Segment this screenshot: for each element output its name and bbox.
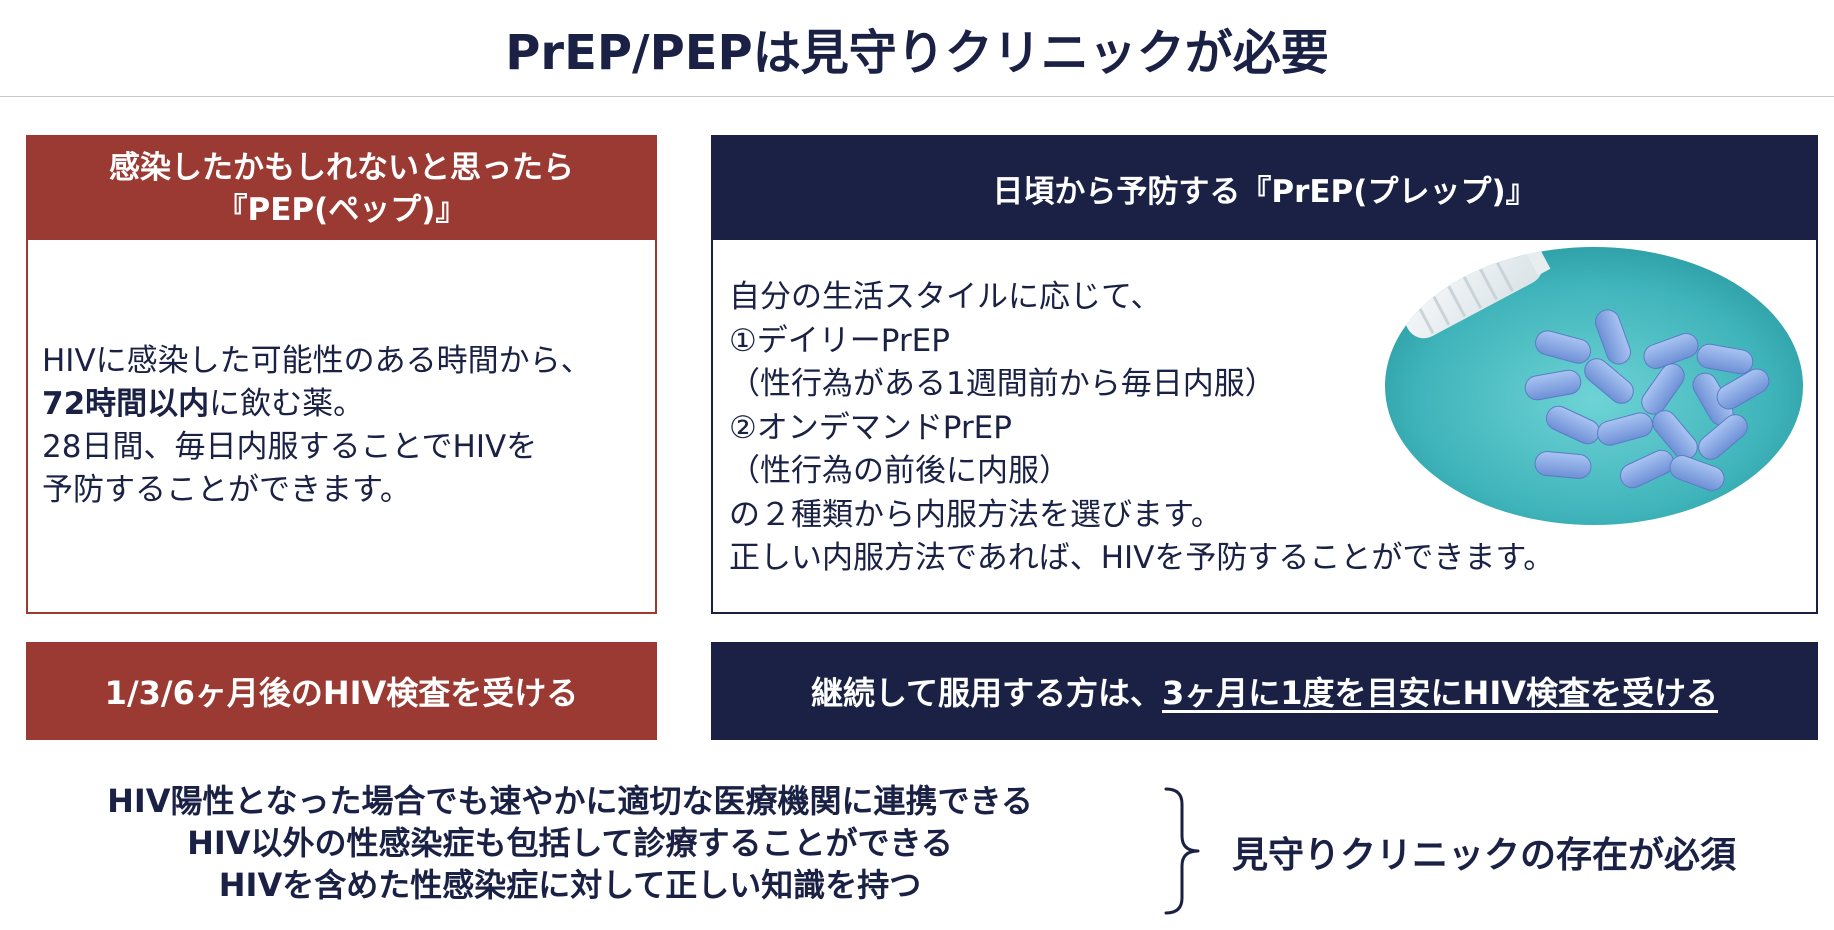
prep-desc-line-3: （性行為がある1週間前から毎日内服） [729, 366, 1276, 402]
pep-desc-line-2: 72時間以内に飲む薬。 [42, 383, 655, 426]
pill-bottle-icon [1385, 247, 1803, 525]
reason-item: HIVを含めた性感染症に対して正しい知識を持つ [218, 866, 922, 904]
pep-header: 感染したかもしれないと思ったら 『PEP(ペップ)』 [28, 137, 655, 240]
prep-desc-line-1: 自分の生活スタイルに応じて、 [729, 279, 1162, 315]
pep-desc-line-4: 予防することができます。 [42, 472, 411, 508]
prep-test-frequency: 3ヶ月に1度を目安にHIV検査を受ける [1162, 674, 1719, 712]
prep-desc-line-2: ①デイリーPrEP [729, 322, 950, 359]
prep-description: 自分の生活スタイルに応じて、 ①デイリーPrEP （性行為がある1週間前から毎日… [713, 240, 1816, 581]
reason-item: HIV以外の性感染症も包括して診療することができる [187, 824, 953, 862]
pep-test-banner: 1/3/6ヶ月後のHIV検査を受ける [26, 642, 657, 740]
pep-description: HIVに感染した可能性のある時間から、 72時間以内に飲む薬。 28日間、毎日内… [28, 240, 655, 512]
prep-desc-line-4: ②オンデマンドPrEP [729, 409, 1012, 446]
prep-test-banner: 継続して服用する方は、3ヶ月に1度を目安にHIV検査を受ける [711, 642, 1818, 740]
prep-header: 日頃から予防する『PrEP(プレップ)』 [713, 137, 1816, 240]
title-divider [0, 96, 1834, 97]
right-brace-icon [1164, 787, 1200, 915]
clinic-reasons: HIV陽性となった場合でも速やかに適切な医療機関に連携できる HIV以外の性感染… [50, 780, 1090, 906]
pep-header-line-1: 感染したかもしれないと思ったら [109, 149, 574, 186]
prep-test-prefix: 継続して服用する方は、 [810, 674, 1163, 712]
reason-item: HIV陽性となった場合でも速やかに適切な医療機関に連携できる [107, 782, 1033, 820]
prep-desc-line-6: の２種類から内服方法を選びます。 [729, 496, 1222, 533]
pep-time-limit: 72時間以内 [42, 386, 210, 422]
pep-header-line-2: 『PEP(ペップ)』 [216, 191, 467, 228]
pep-desc-line-1: HIVに感染した可能性のある時間から、 [42, 343, 592, 379]
page-title: PrEP/PEPは見守りクリニックが必要 [505, 24, 1329, 81]
prep-card: 日頃から予防する『PrEP(プレップ)』 自分の生活スタイルに応じて、 ①デイリ… [711, 135, 1818, 614]
pep-card: 感染したかもしれないと思ったら 『PEP(ペップ)』 HIVに感染した可能性のあ… [26, 135, 657, 614]
pep-desc-line-3: 28日間、毎日内服することでHIVを [42, 429, 538, 465]
prep-desc-line-7: 正しい内服方法であれば、HIVを予防することができます。 [729, 540, 1555, 576]
conclusion-text: 見守りクリニックの存在が必須 [1232, 835, 1737, 876]
pep-desc-line-2-rest: に飲む薬。 [209, 386, 365, 422]
prep-desc-line-5: （性行為の前後に内服） [729, 453, 1070, 489]
